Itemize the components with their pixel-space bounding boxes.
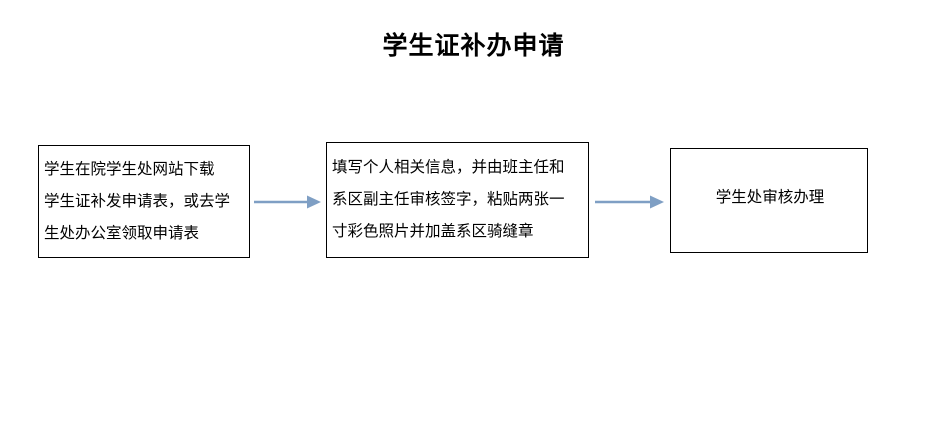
flow-node-text-line: 系区副主任审核签字，粘贴两张一 <box>332 190 565 208</box>
flow-node-text-line: 学生处审核办理 <box>715 188 825 206</box>
flow-node-text-line: 学生在院学生处网站下载 <box>44 160 215 178</box>
flow-node-fill-and-sign-form[interactable]: 填写个人相关信息，并由班主任和 系区副主任审核签字，粘贴两张一 寸彩色照片并加盖… <box>326 142 589 258</box>
flow-node-text-line: 填写个人相关信息，并由班主任和 <box>332 158 565 176</box>
flow-node-student-affairs-review[interactable]: 学生处审核办理 <box>670 148 868 253</box>
arrow-head <box>307 195 321 209</box>
flow-node-text-line: 学生证补发申请表，或去学 <box>44 192 231 210</box>
flow-node-download-application-form[interactable]: 学生在院学生处网站下载 学生证补发申请表，或去学 生处办公室领取申请表 <box>38 145 250 258</box>
flow-node-text-line: 寸彩色照片并加盖系区骑缝章 <box>332 222 534 240</box>
arrow-head <box>650 195 664 209</box>
arrow-step1-to-step2 <box>254 195 321 209</box>
flow-node-text-line: 生处办公室领取申请表 <box>44 224 200 242</box>
arrow-step2-to-step3 <box>595 195 664 209</box>
page-title: 学生证补办申请 <box>382 31 565 60</box>
